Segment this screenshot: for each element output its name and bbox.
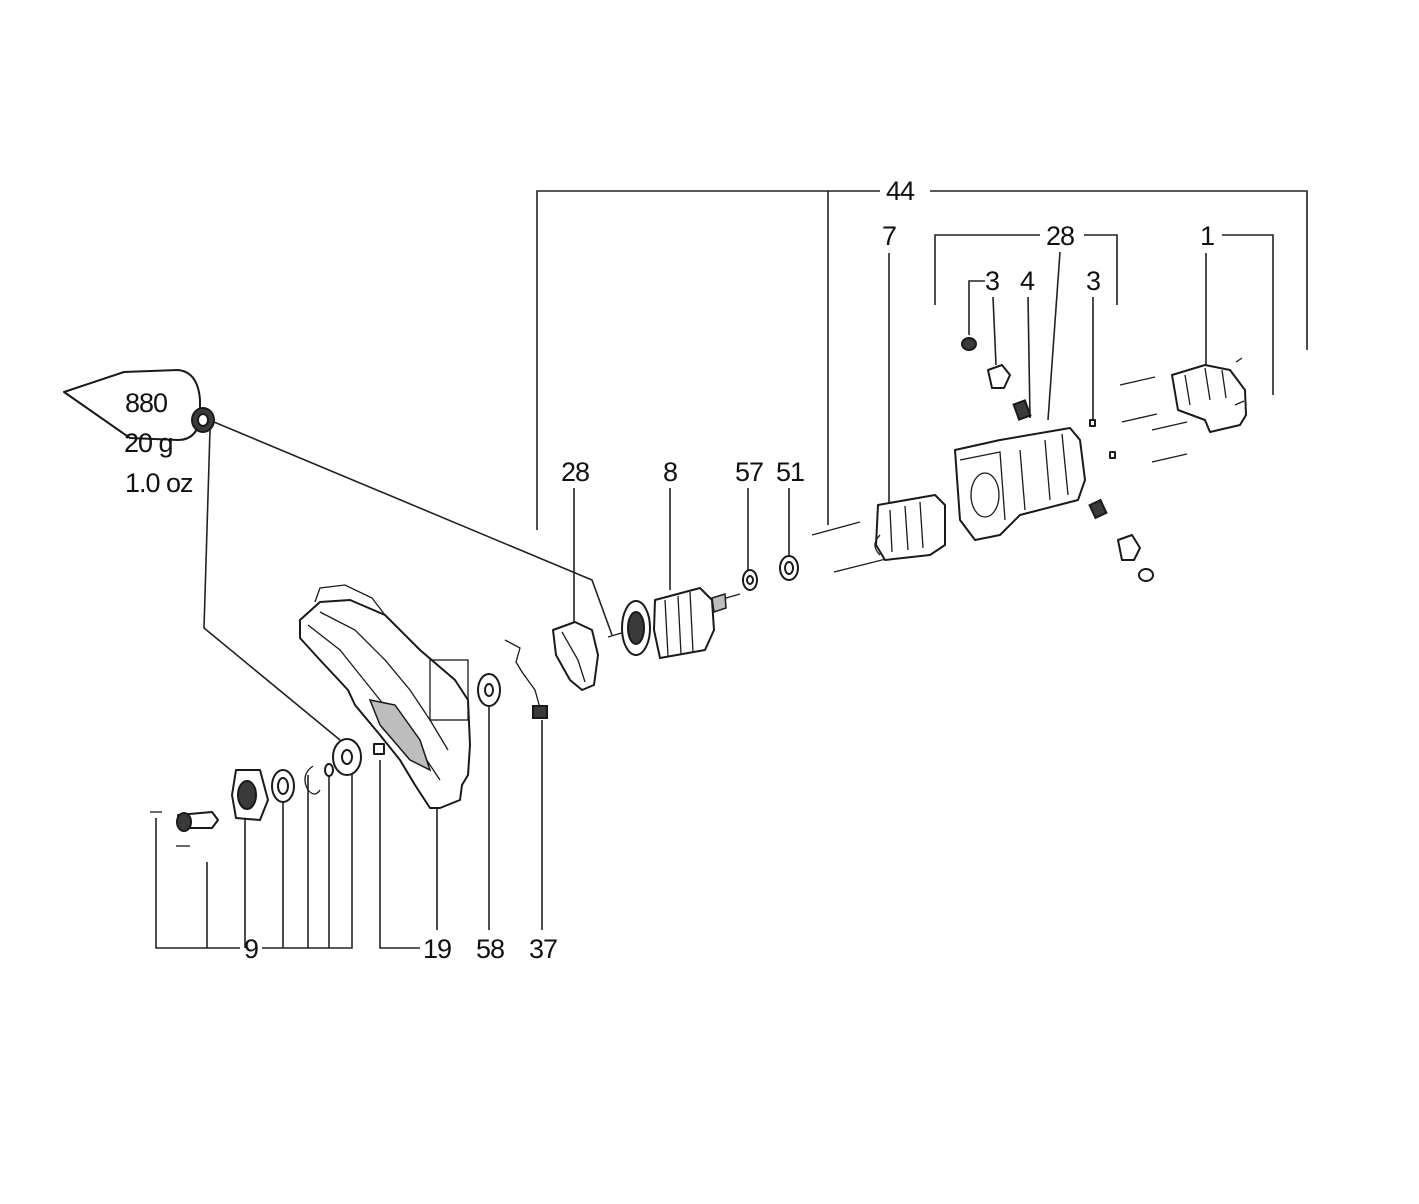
washer-58-inner [484,683,494,697]
armature-core [653,587,715,659]
housing-boss [429,659,469,721]
label-9: 9 [244,934,258,964]
grease-tube-part [63,369,215,441]
label-3-left: 3 [985,266,999,296]
motor-housing-opening [970,472,1000,518]
brush-spring [504,639,541,709]
motor-housing-part [954,427,1086,541]
grease-tube-cap-inner [197,413,209,427]
stator-wire [874,534,881,556]
label-28-top: 28 [1046,221,1074,251]
brush-cap-b [1117,534,1141,561]
label-7: 7 [882,221,896,251]
stator-slots [889,501,924,553]
grease-tube-weight-oz: 1.0 oz [125,468,193,498]
sleeve-51-part [779,555,799,581]
brush-cap-3 [987,364,1011,389]
long-screw-upper [811,521,861,536]
circlip [304,765,321,795]
brush-block [532,705,548,719]
label-19: 19 [423,934,451,964]
label-37: 37 [529,934,557,964]
label-3-right: 3 [1086,266,1100,296]
cap-b [1138,568,1154,582]
carbon-brush-b [1088,498,1108,520]
grease-tube-weight-g: 20 g [124,428,173,458]
end-cover-part [1171,357,1247,433]
baffle-detail [561,631,586,683]
label-58: 58 [476,934,504,964]
leader-1-right [1222,234,1274,395]
cover-screw-4 [1151,453,1188,463]
label-57: 57 [735,457,763,487]
armature-fan-hub [627,611,645,645]
leader-44-right [930,190,1308,350]
leader-28-top-stem [1047,251,1061,421]
stator-part [874,494,946,561]
brush-holder-part [504,639,548,719]
label-28-mid: 28 [561,457,589,487]
leader-9-right [262,755,353,949]
cover-screw-1 [1119,376,1156,386]
leader-9-left [155,818,240,949]
leader-44-left [536,190,880,530]
small-ring [324,763,334,777]
leader-lines [155,190,1308,949]
armature-windings [664,591,694,657]
bearing-flange-center [237,780,257,810]
motor-housing-body [954,427,1086,541]
long-screw-lower [833,557,891,573]
small-pin-b [1109,451,1116,459]
bearing-57-inner [746,575,754,585]
stator-body [875,494,946,561]
part-labels: 880 20 g 1.0 oz 44 28 7 1 3 4 3 28 8 57 … [124,176,1215,964]
sleeve-51-inner [784,561,794,575]
label-44: 44 [886,176,915,206]
grease-tube-number: 880 [125,388,167,418]
housing-rib-2 [319,611,449,751]
label-1: 1 [1200,221,1214,251]
housing-grip [368,698,432,772]
armature-commutator [711,593,727,613]
leader-28-top-left [934,234,1040,305]
leader-grease-to-bearing [203,429,341,741]
leader-28-top-right [1084,234,1118,305]
fan-baffle-part [552,621,599,691]
bearing-57-part [742,569,758,591]
cover-screw-3 [1151,421,1188,431]
pin [373,743,385,755]
motor-housing-ribs [959,433,1069,521]
leader-3-left-a [968,280,985,335]
ring-1-hole [277,777,289,795]
label-8: 8 [663,457,677,487]
long-screws-part [811,521,891,573]
bearing-group-part [150,738,385,847]
cover-screws-part [1119,376,1188,463]
leader-4 [1027,296,1031,419]
gear-housing-part [299,584,471,809]
leader-19-a [379,760,420,949]
end-cover-body [1171,364,1247,433]
small-pin-3-right [1089,419,1096,427]
end-cover-ribs [1184,367,1227,406]
armature-shaft-rear [725,593,741,599]
housing-top [314,584,386,616]
cover-screw-2 [1121,413,1158,423]
end-cover-screw-2 [1234,400,1245,406]
spindle-head [176,812,192,832]
armature-part [607,587,741,659]
carbon-brush-4 [1012,399,1032,421]
cap-3-left [961,337,977,351]
label-4: 4 [1020,266,1035,296]
label-51: 51 [776,457,804,487]
leader-3-left-b [992,296,997,366]
end-cover-screw-1 [1235,357,1243,363]
leader-grease-to-armature [213,421,613,636]
washer-58-part [477,673,501,707]
bearing-ring-hole [341,749,353,765]
brush-parts [961,337,1154,582]
